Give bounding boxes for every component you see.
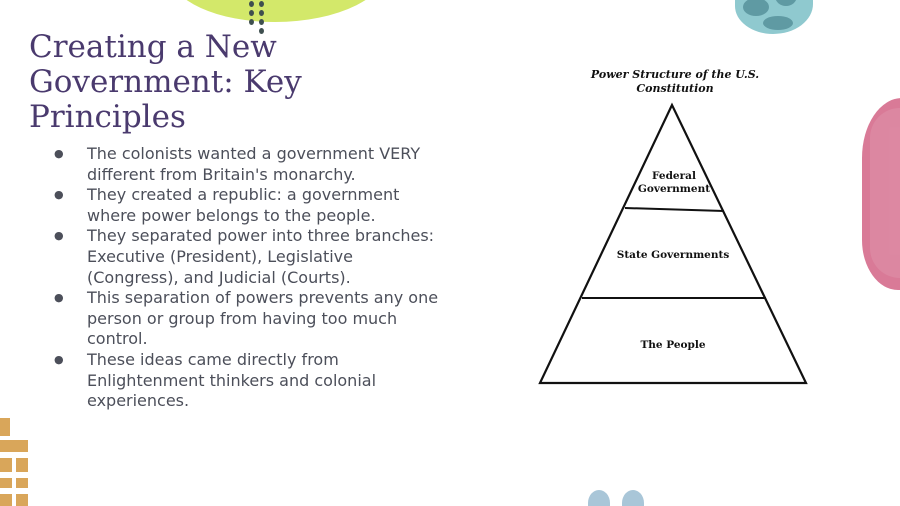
diagram-title-line1: Power Structure of the U.S. xyxy=(590,68,759,81)
blue-drops-decoration xyxy=(588,490,648,506)
pyramid-level-people: The People xyxy=(640,339,705,351)
slide-title: Creating a New Government: Key Principle… xyxy=(29,29,302,135)
bullet-item: They created a republic: a government wh… xyxy=(38,185,448,226)
power-pyramid-diagram: Power Structure of the U.S. Constitution… xyxy=(538,68,808,385)
gold-blocks-decoration xyxy=(0,418,32,506)
diagram-title-line2: Constitution xyxy=(636,82,713,95)
globe-blob-decoration xyxy=(735,0,813,34)
pyramid-level-state: State Governments xyxy=(617,249,730,261)
pyramid-divider-top xyxy=(624,207,725,212)
pyramid-level-federal-line2: Government xyxy=(638,183,710,195)
pyramid-level-federal-line1: Federal xyxy=(652,170,696,182)
pink-blob-decoration xyxy=(862,98,900,290)
bullet-item: They separated power into three branches… xyxy=(38,226,448,288)
green-blob-decoration xyxy=(170,0,390,22)
bullet-item: These ideas came directly from Enlighten… xyxy=(38,350,448,412)
bullet-item: The colonists wanted a government VERY d… xyxy=(38,144,448,185)
bullet-list: The colonists wanted a government VERY d… xyxy=(38,144,448,412)
dots-decoration xyxy=(246,0,270,34)
bullet-item: This separation of powers prevents any o… xyxy=(38,288,448,350)
pyramid-outline xyxy=(538,102,808,385)
